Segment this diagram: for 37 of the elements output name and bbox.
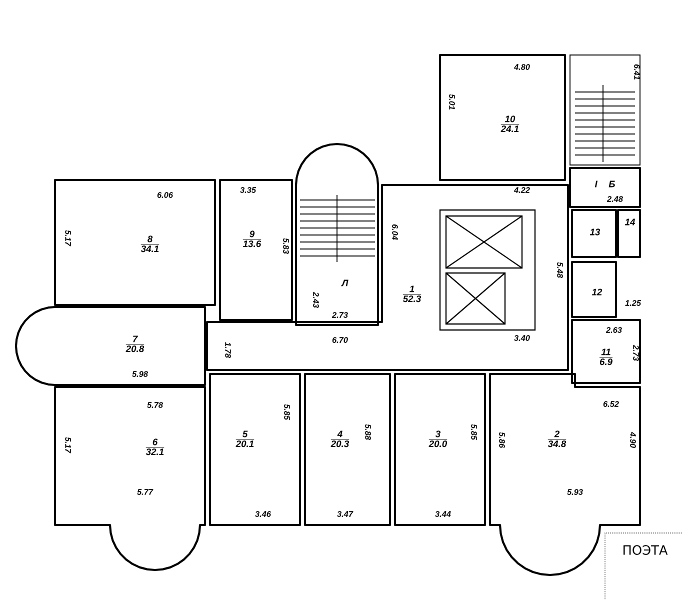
dimension-label: 5.78	[147, 402, 163, 408]
dimension-label: 5.17	[65, 230, 71, 246]
dimension-label: 5.85	[284, 404, 290, 420]
dimension-label: 3.35	[240, 187, 256, 193]
dimension-label: 3.44	[435, 511, 451, 517]
room: 14	[616, 208, 642, 258]
room: 12	[570, 260, 618, 318]
dimension-label: 5.98	[132, 371, 148, 377]
dimension-label: 2.63	[606, 327, 622, 333]
dimension-label: 6.06	[157, 192, 174, 198]
dimension-label: 2.73	[332, 312, 348, 318]
dimension-label: 1.78	[225, 342, 231, 358]
dimension-label: 5.48	[557, 262, 563, 278]
dimension-label: 5.88	[365, 424, 371, 440]
dimension-label: 3.46	[255, 511, 272, 517]
dimension-label: 5.93	[567, 489, 583, 495]
stamp-text: ПОЭТА	[624, 545, 668, 555]
dimension-label: 5.17	[65, 437, 71, 454]
dimension-label: 5.85	[471, 424, 477, 440]
dimension-label: 3.40	[514, 335, 530, 341]
dimension-label: 5.01	[449, 94, 455, 110]
dimension-label: 5.86	[499, 432, 505, 448]
dimension-label: 6.41	[634, 64, 640, 80]
dimension-label: 4.90	[630, 432, 636, 448]
dimension-label: 6.04	[392, 224, 398, 240]
dimension-label: 5.83	[283, 238, 289, 254]
dimension-label: 6.52	[603, 401, 619, 407]
dimension-label: 5.77	[137, 489, 154, 495]
dimension-label: 2.48	[606, 196, 623, 202]
dimension-label: 4.22	[514, 187, 530, 193]
dimension-label: 2.43	[313, 292, 319, 308]
dimension-label: 6.70	[332, 337, 348, 343]
dimension-label: 4.80	[514, 64, 530, 70]
room: 13	[570, 208, 618, 258]
dimension-label: 2.73	[633, 344, 639, 361]
dimension-label: 1.25	[625, 300, 642, 306]
dimension-label: 3.47	[337, 511, 354, 517]
